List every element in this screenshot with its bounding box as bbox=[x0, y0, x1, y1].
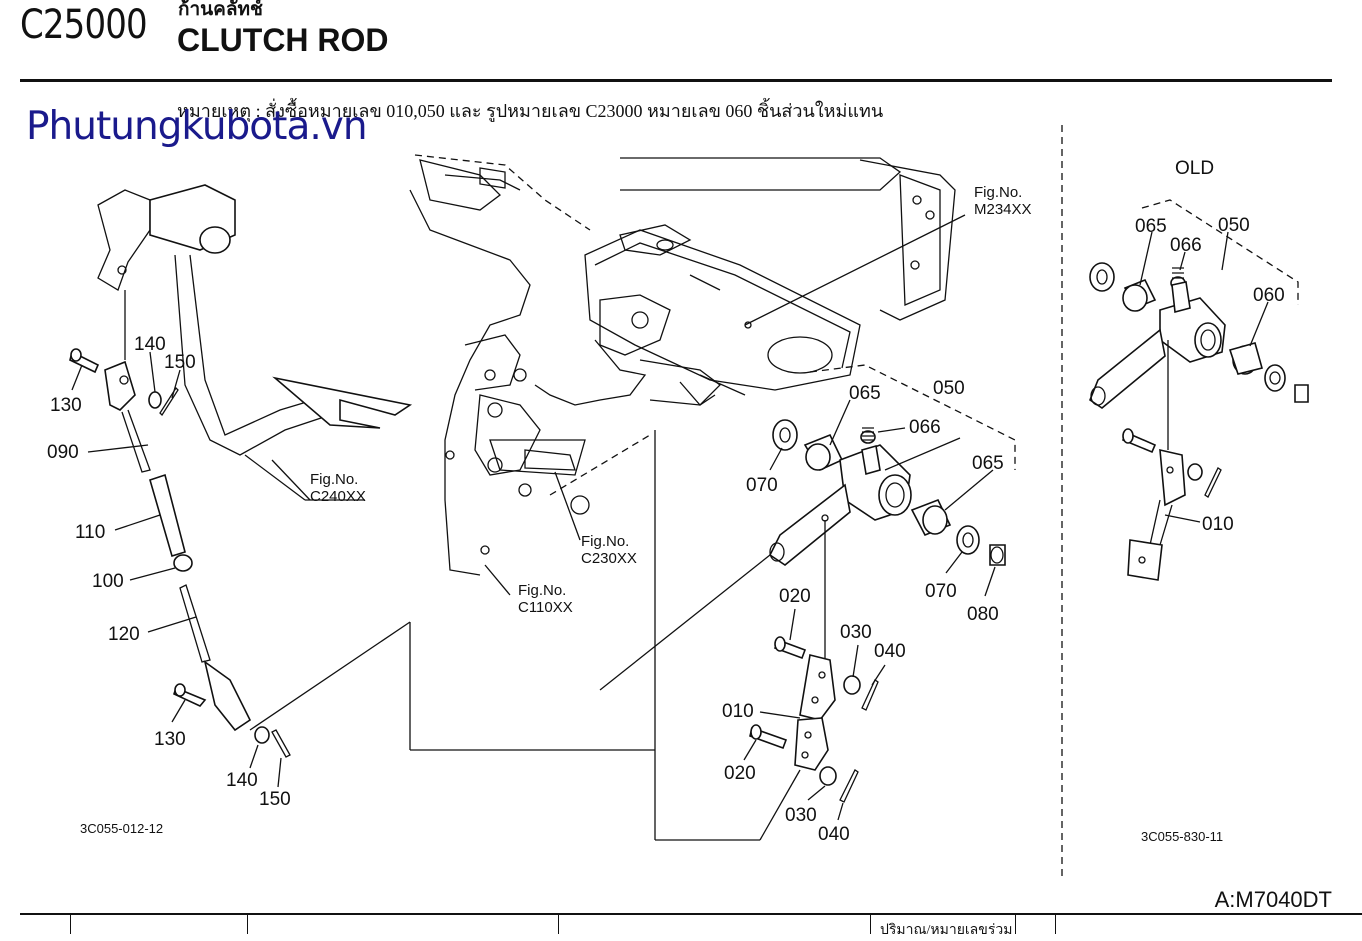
fig-ref-c110-line2: C110XX bbox=[518, 599, 573, 616]
label-150-lower: 150 bbox=[259, 789, 291, 810]
left-part-labels: 140 150 130 090 110 100 120 130 140 150 … bbox=[47, 334, 366, 836]
label-140: 140 bbox=[134, 334, 166, 355]
transmission-case-drawing bbox=[409, 154, 956, 841]
old-assembly-drawing bbox=[1089, 199, 1309, 581]
fig-ref-c230-line2: C230XX bbox=[581, 550, 637, 567]
fig-ref-c240-line2: C240XX bbox=[310, 488, 366, 505]
clutch-pedal-drawing bbox=[69, 184, 413, 758]
old-callout-lines bbox=[1139, 231, 1269, 523]
old-label-060: 060 bbox=[1253, 285, 1285, 306]
label-050: 050 bbox=[933, 378, 965, 399]
label-030-lower: 030 bbox=[785, 805, 817, 826]
footer-table-header: ปริมาณ/หมายเลขร่วม bbox=[880, 923, 1013, 938]
label-130: 130 bbox=[50, 395, 82, 416]
fig-ref-m234-line1: Fig.No. bbox=[974, 184, 1022, 201]
label-110: 110 bbox=[75, 522, 105, 543]
label-150: 150 bbox=[164, 352, 196, 373]
center-callout-lines bbox=[484, 214, 996, 821]
footer-table-divider bbox=[247, 915, 248, 934]
label-020: 020 bbox=[779, 586, 811, 607]
title-thai: ก้านคลัทช์ bbox=[178, 0, 263, 20]
old-heading: OLD bbox=[1175, 158, 1214, 179]
center-part-labels: Fig.No. M234XX Fig.No. C230XX Fig.No. C1… bbox=[518, 184, 1032, 845]
label-065-right: 065 bbox=[972, 453, 1004, 474]
label-040: 040 bbox=[874, 641, 906, 662]
header-rule bbox=[20, 79, 1332, 82]
label-070-right: 070 bbox=[925, 581, 957, 602]
fig-ref-c240-line1: Fig.No. bbox=[310, 471, 358, 488]
label-066: 066 bbox=[909, 417, 941, 438]
label-010: 010 bbox=[722, 701, 754, 722]
old-part-labels: OLD 065 066 050 060 010 3C055-830-11 bbox=[1135, 158, 1285, 844]
left-callout-lines bbox=[71, 351, 655, 788]
label-080: 080 bbox=[967, 604, 999, 625]
fig-ref-m234-line2: M234XX bbox=[974, 201, 1032, 218]
label-100: 100 bbox=[92, 571, 124, 592]
old-label-066: 066 bbox=[1170, 235, 1202, 256]
label-140-lower: 140 bbox=[226, 770, 258, 791]
footer-table-divider bbox=[558, 915, 559, 934]
footer-table-divider bbox=[1055, 915, 1056, 934]
label-070: 070 bbox=[746, 475, 778, 496]
drawing-number-old: 3C055-830-11 bbox=[1141, 829, 1223, 844]
note-text: หมายเหตุ : สั่งซื้อหมายเลข 010,050 และ ร… bbox=[177, 101, 884, 121]
title-english: CLUTCH ROD bbox=[177, 22, 389, 58]
footer-table-rule bbox=[20, 913, 1362, 915]
old-label-065: 065 bbox=[1135, 216, 1167, 237]
fig-ref-c230-line1: Fig.No. bbox=[581, 533, 629, 550]
model-code: A:M7040DT bbox=[1214, 887, 1332, 912]
footer-table-divider bbox=[70, 915, 71, 934]
label-065: 065 bbox=[849, 383, 881, 404]
label-030: 030 bbox=[840, 622, 872, 643]
label-120: 120 bbox=[108, 624, 140, 645]
drawing-number-left: 3C055-012-12 bbox=[80, 821, 163, 836]
footer-table-divider bbox=[870, 915, 871, 934]
old-label-010: 010 bbox=[1202, 514, 1234, 535]
clutch-shaft-assembly bbox=[749, 364, 1016, 803]
watermark: Phutungkubota.vn bbox=[26, 104, 368, 149]
label-020-lower: 020 bbox=[724, 763, 756, 784]
old-label-050: 050 bbox=[1218, 215, 1250, 236]
fig-ref-c110-line1: Fig.No. bbox=[518, 582, 566, 599]
label-130-lower: 130 bbox=[154, 729, 186, 750]
footer-table-divider bbox=[1015, 915, 1016, 934]
part-group-code: C25000 bbox=[20, 2, 148, 48]
label-090: 090 bbox=[47, 442, 79, 463]
label-040-lower: 040 bbox=[818, 824, 850, 845]
